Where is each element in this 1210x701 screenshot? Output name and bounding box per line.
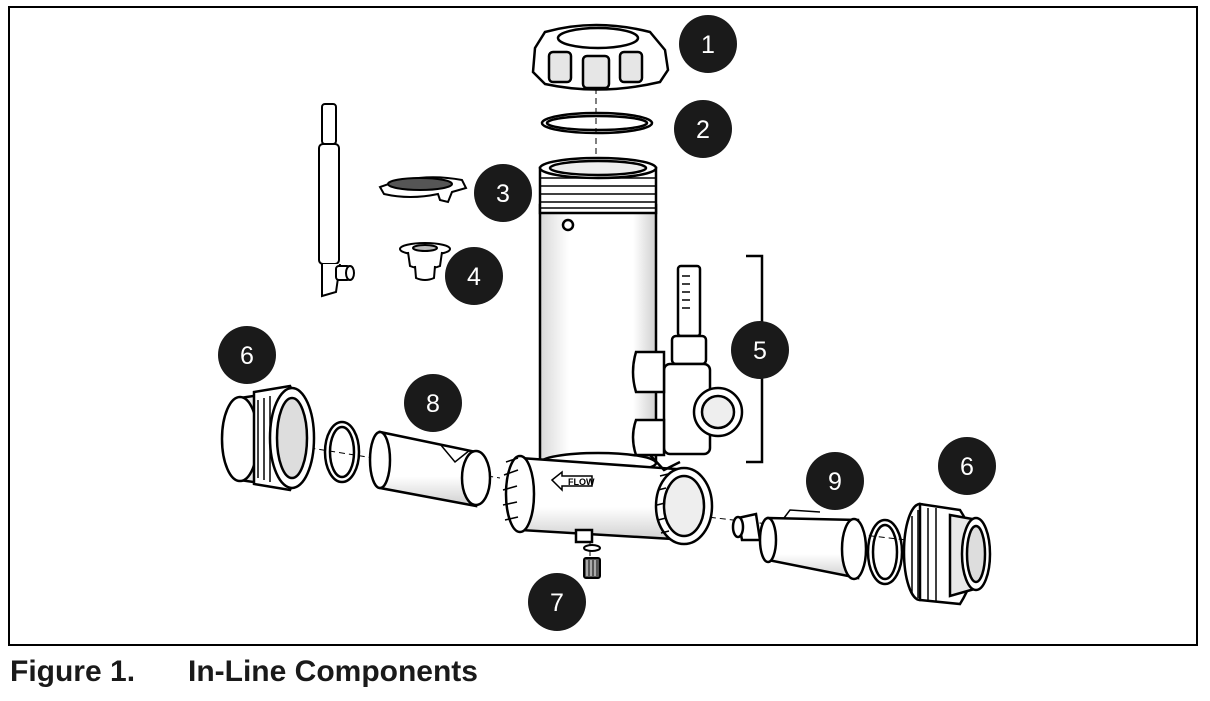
callouts: 1 2 3 4 5 6 8 9 <box>218 15 996 631</box>
flow-arrow: FLOW <box>550 470 595 492</box>
callout-3: 3 <box>474 164 532 222</box>
callout-8-number: 8 <box>426 390 440 418</box>
callout-9-number: 9 <box>828 468 842 496</box>
callout-4: 4 <box>445 247 503 305</box>
callout-1: 1 <box>679 15 737 73</box>
callout-2: 2 <box>674 100 732 158</box>
part-6-union-right <box>902 502 992 606</box>
feeder-tube <box>318 103 355 298</box>
callout-7-number: 7 <box>550 589 564 617</box>
part-1-cap <box>531 23 670 91</box>
part-8-tailpiece <box>368 430 492 508</box>
exploded-diagram: FLOW <box>218 15 996 631</box>
figure-title: In-Line Components <box>188 655 478 688</box>
figure-number: Figure 1. <box>10 655 136 688</box>
part-3-filter-disc <box>378 176 468 204</box>
callout-7: 7 <box>528 573 586 631</box>
part-4-fitting <box>399 242 451 281</box>
main-pipe <box>502 454 714 546</box>
part-6-union-left <box>220 384 316 492</box>
part-9-reducer <box>731 509 868 581</box>
callout-6-left-number: 6 <box>240 342 254 370</box>
callout-6-right: 6 <box>938 437 996 495</box>
callout-8: 8 <box>404 374 462 432</box>
part-7-drain-plug <box>583 544 601 579</box>
callout-5-number: 5 <box>753 337 767 365</box>
callout-6-left: 6 <box>218 326 276 384</box>
part-5-valve-assembly <box>631 264 744 472</box>
callout-3-number: 3 <box>496 180 510 208</box>
callout-1-number: 1 <box>701 31 715 59</box>
callout-4-number: 4 <box>467 263 481 291</box>
callout-9: 9 <box>806 452 864 510</box>
main-canister <box>538 156 658 475</box>
flow-label: FLOW <box>568 477 595 487</box>
callout-5: 5 <box>731 321 789 379</box>
figure-caption: Figure 1. In-Line Components <box>10 655 478 689</box>
part-2-o-ring <box>540 111 654 135</box>
o-ring-right <box>866 518 904 586</box>
o-ring-left <box>323 420 361 484</box>
callout-2-number: 2 <box>696 116 710 144</box>
callout-6-right-number: 6 <box>960 453 974 481</box>
